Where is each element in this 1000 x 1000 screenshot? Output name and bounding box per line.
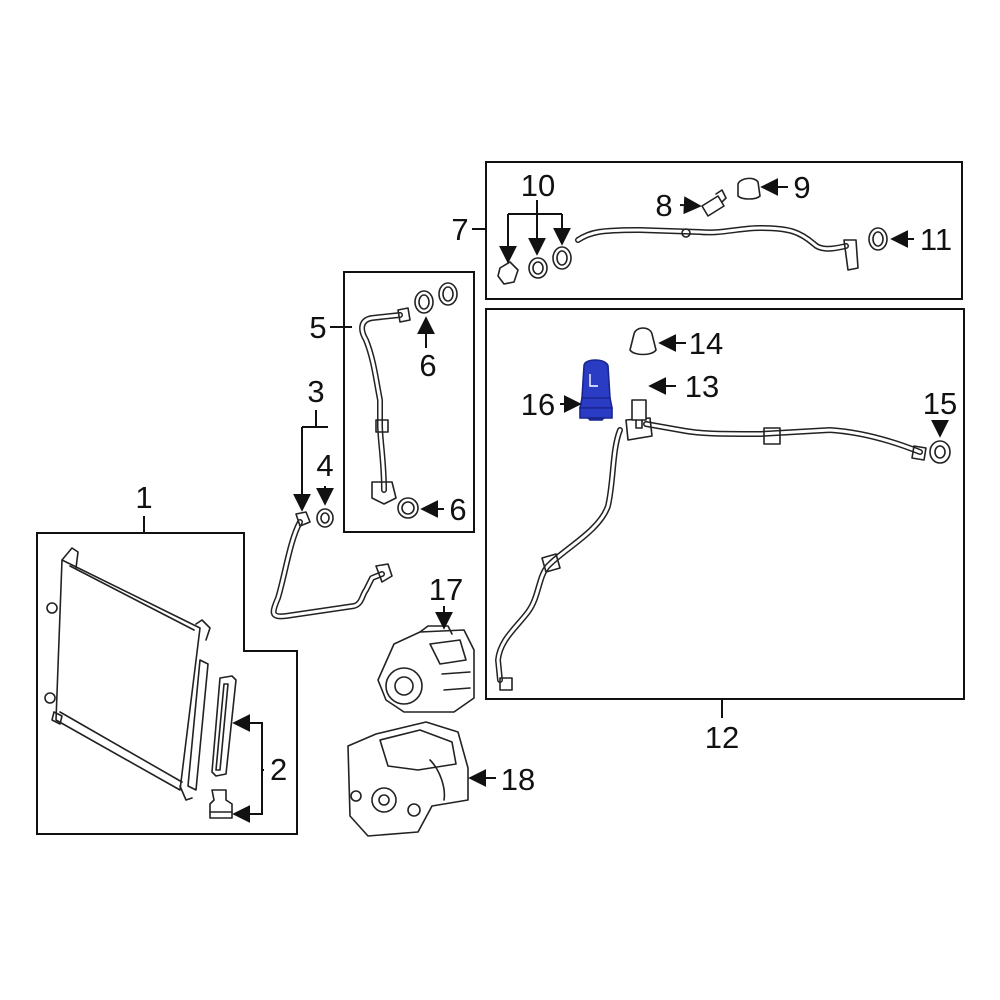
valve-core-13[interactable] [631, 399, 647, 429]
o-ring-4[interactable] [316, 508, 334, 528]
pressure-switch[interactable] [579, 359, 613, 421]
callout-9: 9 [793, 170, 810, 205]
callout-12: 12 [705, 720, 739, 755]
suction-hose[interactable] [359, 307, 411, 505]
callout-6-upper: 6 [419, 348, 436, 383]
callout-11: 11 [920, 222, 952, 257]
o-ring-6-lower[interactable] [397, 497, 419, 519]
condenser[interactable] [44, 547, 211, 801]
clip-10[interactable] [497, 261, 519, 285]
callout-numbers: 1 2 3 4 5 6 6 7 8 9 10 11 12 13 14 15 16… [135, 168, 957, 797]
o-rings-10[interactable] [528, 246, 572, 279]
callout-1: 1 [135, 480, 152, 515]
condenser-group-box [36, 532, 298, 835]
callout-13: 13 [685, 369, 719, 404]
service-valve-8[interactable] [701, 189, 727, 217]
callout-17: 17 [429, 572, 463, 607]
o-ring-11[interactable] [868, 227, 888, 251]
callout-7: 7 [451, 212, 468, 247]
callout-3: 3 [307, 374, 324, 409]
callout-16: 16 [521, 387, 555, 422]
callout-5: 5 [309, 310, 326, 345]
callout-6-lower: 6 [449, 492, 466, 527]
compressor[interactable] [377, 625, 475, 713]
compressor-bracket[interactable] [347, 721, 469, 837]
o-ring-6-upper[interactable] [414, 282, 458, 314]
cap-14[interactable] [629, 327, 657, 356]
suction-tube[interactable] [575, 225, 859, 271]
callout-8: 8 [655, 188, 672, 223]
callout-2: 2 [270, 752, 287, 787]
callout-15: 15 [923, 386, 957, 421]
receiver-dryer[interactable] [209, 675, 237, 819]
liquid-line-group-box [485, 308, 965, 700]
discharge-hose[interactable] [270, 511, 393, 620]
callout-14: 14 [689, 326, 723, 361]
leader-lines [143, 178, 949, 823]
liquid-line[interactable] [495, 417, 927, 691]
cap-9[interactable] [737, 177, 761, 200]
suction-tube-group-box [485, 161, 963, 300]
hose-group-box [343, 271, 475, 533]
callout-18: 18 [501, 762, 535, 797]
callout-10: 10 [521, 168, 555, 203]
callout-4: 4 [316, 448, 333, 483]
o-ring-15[interactable] [929, 440, 951, 464]
